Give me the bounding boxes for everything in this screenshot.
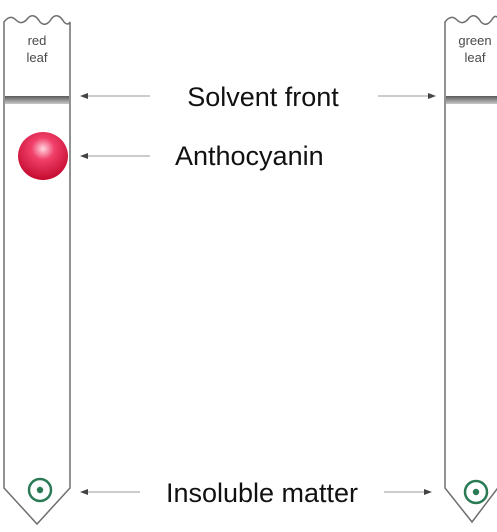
right-strip-label-line2: leaf xyxy=(465,50,486,65)
right-strip-label-line1: green xyxy=(458,33,491,48)
left-solvent-front-line xyxy=(5,96,69,104)
anthocyanin-callout: Anthocyanin xyxy=(80,141,324,171)
right-chromatography-strip: green leaf xyxy=(444,15,497,524)
insoluble-left-arrowhead xyxy=(80,489,88,495)
insoluble-matter-callout: Insoluble matter xyxy=(80,478,432,508)
left-strip-label-line1: red xyxy=(28,33,47,48)
insoluble-right-arrowhead xyxy=(424,489,432,495)
right-strip-outline xyxy=(444,15,497,524)
anthocyanin-arrowhead xyxy=(80,153,88,159)
anthocyanin-spot xyxy=(18,132,68,180)
left-chromatography-strip: red leaf xyxy=(3,15,71,526)
left-origin-dot xyxy=(36,486,44,494)
right-origin-dot xyxy=(472,488,480,496)
solvent-front-left-arrowhead xyxy=(80,93,88,99)
left-strip-label-line2: leaf xyxy=(27,50,48,65)
right-solvent-front-line xyxy=(446,96,497,104)
left-strip-outline xyxy=(3,15,71,526)
solvent-front-label: Solvent front xyxy=(187,82,339,112)
solvent-front-callout: Solvent front xyxy=(80,82,436,112)
anthocyanin-label: Anthocyanin xyxy=(175,141,324,171)
solvent-front-right-arrowhead xyxy=(428,93,436,99)
insoluble-matter-label: Insoluble matter xyxy=(166,478,358,508)
